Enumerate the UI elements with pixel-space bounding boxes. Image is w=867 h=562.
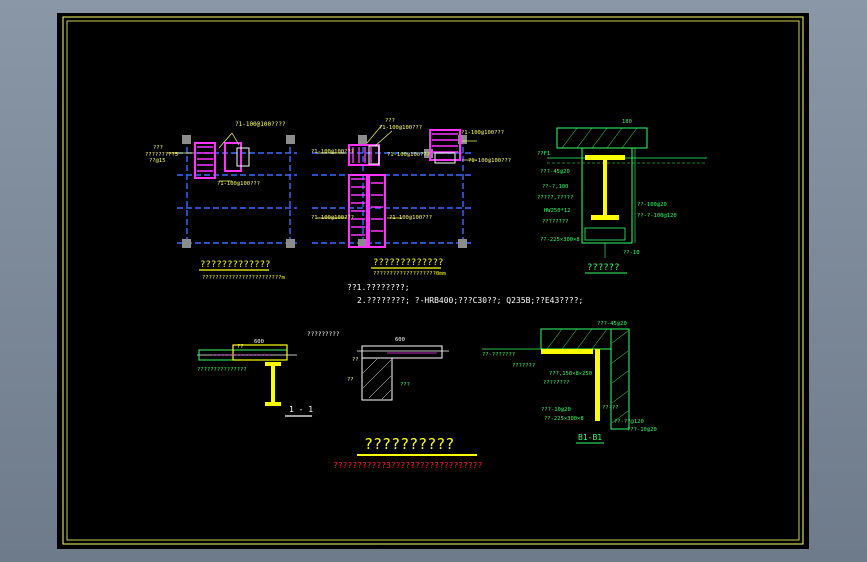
section-b1-column (595, 349, 600, 421)
plan-left-columns (182, 135, 295, 248)
section-b1-label-5: ???????? (543, 380, 570, 386)
beam-bottom-flange (591, 215, 619, 220)
plan-right-title: ????????????? (373, 258, 443, 268)
section-b1-label-8: ??-?? (602, 405, 619, 411)
notes-line-1: ??1.????????; (347, 283, 410, 292)
section-mid-tag-2: ??? (400, 382, 410, 388)
beam-top-flange (585, 155, 625, 160)
general-notes: ??1.????????; 2.????????; ?-HRB400;???C3… (347, 283, 583, 305)
plan-right-label-mid-2: ?1-100@100??? (389, 215, 432, 221)
plan-left-subtitle: ????????????????????????m (202, 275, 285, 281)
inner-frame (66, 20, 800, 541)
section-top-right: 180 ??F1 ???-45@20 ??-?,100 ?????,????? … (537, 119, 707, 274)
plan-right: ??? ?1-100@100??? ?1-100@100??? ?1-100@1… (311, 118, 511, 277)
section-b1-label-7: ??-225×300×8 (544, 416, 584, 422)
plan-left-title: ????????????? (200, 260, 270, 270)
beam-web (603, 160, 607, 215)
drawing-title-main: ?????????? (364, 435, 454, 453)
plan-left-rebar (194, 142, 250, 179)
plan-right-grid (312, 138, 472, 248)
section-tr-label-2: ???-45@20 (540, 169, 570, 175)
plan-right-label-mid-1: ?1-100@100??? (387, 152, 430, 158)
section-11-dim: 600 (254, 339, 264, 345)
plan-left-label-top: ?1-100@100???? (235, 121, 286, 128)
plan-right-label-top-1: ??? (385, 118, 395, 124)
section-b1-title: B1-B1 (578, 433, 602, 442)
section-b1-label-10: ???-10@20 (627, 427, 657, 433)
plan-left-label-left-3: ??@15 (149, 158, 166, 164)
slab-hatch (556, 127, 648, 149)
plan-right-subtitle: ???????????????????0mm (373, 271, 447, 277)
drawing-canvas: ?1-100@100???? ??? ?????????5 ??@15 ?1-1… (62, 16, 804, 545)
section-b1-label-6: ???-10@20 (541, 407, 571, 413)
section-11-note: ??????????????? (197, 367, 247, 373)
section-tr-label-5: HW250*12 (544, 208, 571, 214)
drawing-title-block: ?????????? ???????????3?????????????????… (333, 435, 482, 470)
plan-right-leaders (317, 124, 477, 219)
section-tr-label-8: ??-225×300×8 (540, 237, 580, 243)
section-b1-label-1: ???-45@20 (597, 321, 627, 327)
section-11-tag: ?? (237, 344, 244, 350)
section-mid-wall (361, 357, 393, 401)
section-b1-label-3: ??????? (512, 363, 535, 369)
plan-right-rebar (348, 129, 461, 248)
section-11-top-label: ????????? (307, 331, 340, 338)
section-tr-title: ?????? (587, 263, 620, 273)
drawing-title-sub: ???????????3??????????????????? (333, 461, 482, 470)
section-b1-label-4: ???,150×8×250 (549, 371, 592, 377)
section-b1-label-2: ??-??????? (482, 352, 515, 358)
section-mid: 600 ?? ??? ?? (347, 337, 449, 401)
column-outline (581, 147, 633, 244)
section-tr-label-3: ??-?,100 (542, 184, 569, 190)
plan-left-leaders (167, 132, 240, 182)
cad-viewport[interactable]: ?1-100@100???? ??? ?????????5 ??@15 ?1-1… (57, 13, 809, 549)
plan-left: ?1-100@100???? ??? ?????????5 ??@15 ?1-1… (145, 121, 297, 281)
plan-left-label-left-2: ?????????5 (145, 152, 178, 158)
section-b1: ???-45@20 ??-??????? ??????? ???,150×8×2… (482, 321, 657, 444)
plan-right-label-right-2: ?1-100@100??? (468, 158, 511, 164)
section-tr-label-1: ??F1 (537, 151, 550, 157)
plan-right-label-left-2: ?1-100@100??? (311, 215, 354, 221)
notes-line-2: 2.????????; ?-HRB400;???C30??; Q235B;??E… (357, 296, 583, 305)
plan-left-label-left-1: ??? (153, 145, 163, 151)
section-tr-dim-top: 180 (622, 119, 632, 125)
section-mid-dim: 600 (395, 337, 405, 343)
section-tr-label-6: ???????? (542, 219, 569, 225)
section-tr-label-9: ??-10 (623, 250, 640, 256)
section-b1-label-9: ??-??@120 (614, 419, 644, 425)
section-tr-label-4: ?????,????? (537, 195, 573, 201)
plan-right-columns (358, 135, 467, 248)
section-mid-tag-3: ?? (347, 377, 354, 383)
plan-left-label-mid: ?1-100@100??? (217, 181, 260, 187)
section-1-1: ????????? 600 ??????????????? ?? 1 - 1 (197, 331, 340, 417)
section-tr-label-10: ??-?-100@120 (637, 213, 677, 219)
plan-right-label-right-1: ?1-100@100??? (461, 130, 504, 136)
outer-frame (62, 16, 804, 545)
plan-right-label-left-1: ?1-100@100??? (311, 149, 354, 155)
section-mid-tag-1: ?? (352, 357, 359, 363)
plan-right-label-top-2: ?1-100@100??? (379, 125, 422, 131)
section-tr-label-7: ??-100@20 (637, 202, 667, 208)
section-11-title: 1 - 1 (289, 405, 313, 414)
